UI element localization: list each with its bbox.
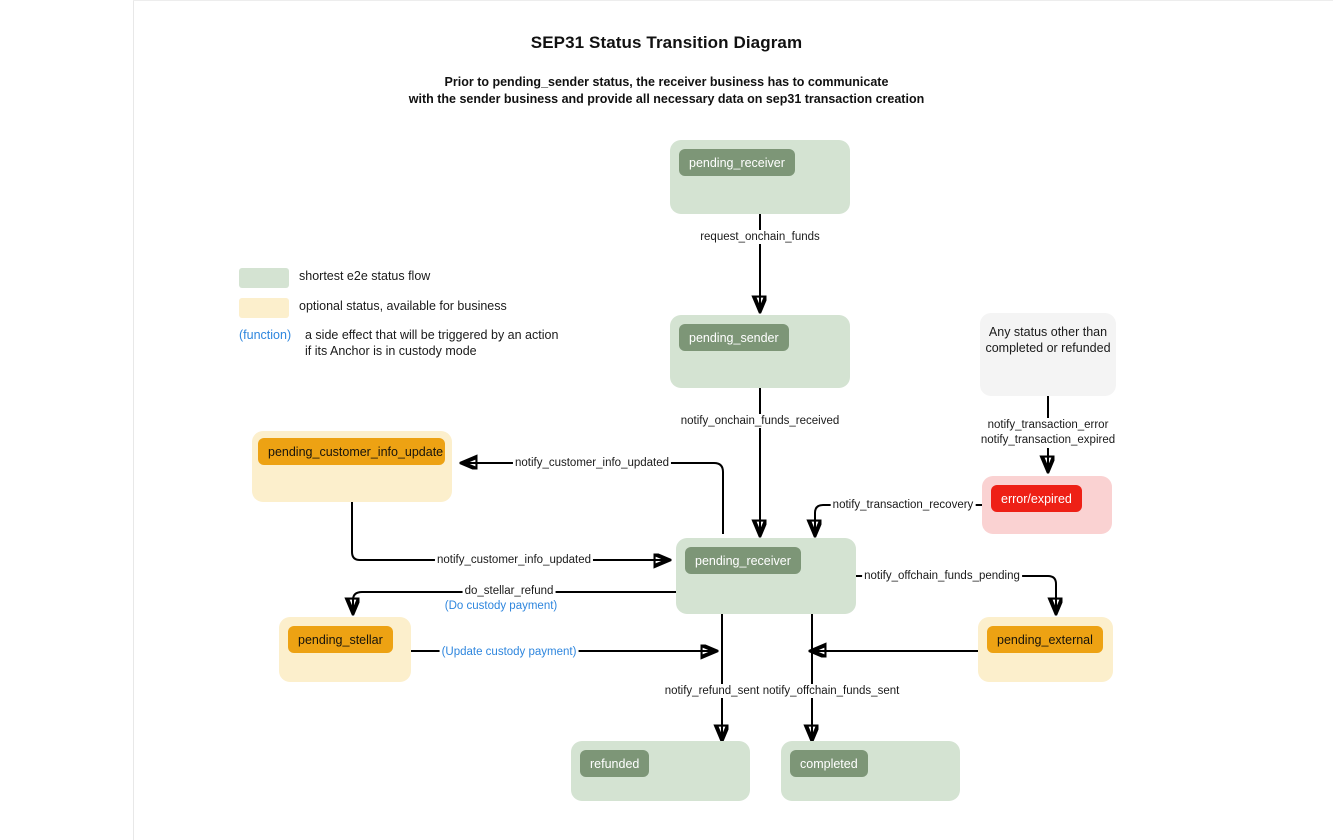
node-pending-receiver-mid[interactable]: pending_receiver [676,538,856,614]
node-label-pending-external: pending_external [987,626,1103,653]
node-label-refunded: refunded [580,750,650,777]
legend-function-description-line-1: a side effect that will be triggered by … [305,328,559,342]
node-completed[interactable]: completed [781,741,960,801]
legend-swatch-green [239,268,289,288]
edge-notify-offchain-funds-pending [856,575,1056,612]
node-pending-stellar[interactable]: pending_stellar [279,617,411,682]
viewport-left-border [133,0,134,840]
node-label-pending-customer-info-update: pending_customer_info_update [258,438,445,465]
edge-label-notify-onchain-funds-received: notify_onchain_funds_received [678,414,842,428]
edge-label-do-custody-payment: (Do custody payment) [442,599,560,613]
edge-label-notify-transaction-error: notify_transaction_error [987,419,1109,431]
legend-function-marker-text: (function) [239,328,292,342]
edge-label-request-onchain-funds: request_onchain_funds [698,230,822,244]
edge-label-do-custody-payment-text: (Do custody payment) [444,600,558,612]
node-error-expired[interactable]: error/expired [982,476,1112,534]
edge-label-notify-refund-sent: notify_refund_sent [662,684,762,698]
node-label-completed: completed [790,750,868,777]
edge-label-do-stellar-refund: do_stellar_refund [462,584,556,598]
edge-label-update-custody-payment: (Update custody payment) [439,645,579,659]
node-pending-customer-info-update[interactable]: pending_customer_info_update [252,431,452,502]
node-refunded[interactable]: refunded [571,741,750,801]
edge-label-notify-offchain-funds-pending: notify_offchain_funds_pending [862,569,1022,583]
legend-item-function: (function) a side effect that will be tr… [239,328,569,362]
edge-notify-customer-info-updated-back [351,502,668,560]
node-pending-receiver-top[interactable]: pending_receiver [670,140,850,214]
node-pending-sender[interactable]: pending_sender [670,315,850,388]
node-note-line-1: Any status other than [988,325,1108,339]
edge-notify-customer-info-updated-top [463,463,724,534]
subtitle-line-2: with the sender business and provide all… [408,91,925,106]
edge-label-notify-transaction-recovery: notify_transaction_recovery [830,498,976,512]
page-title: SEP31 Status Transition Diagram [530,33,803,52]
node-label-pending-stellar: pending_stellar [288,626,393,653]
edge-label-update-custody-payment-text: (Update custody payment) [441,646,577,658]
node-any-status-other[interactable]: Any status other than completed or refun… [980,313,1116,396]
legend-function-marker: (function) [239,328,291,342]
node-label-pending-receiver-top: pending_receiver [679,149,795,176]
edge-label-notify-customer-info-updated-top: notify_customer_info_updated [512,456,672,470]
legend-function-description: a side effect that will be triggered by … [305,327,558,359]
legend: shortest e2e status flow optional status… [239,268,569,362]
page-subtitle: Prior to pending_sender status, the rece… [0,74,1333,107]
legend-function-description-line-2: if its Anchor is in custody mode [305,344,477,358]
node-label-error-expired: error/expired [991,485,1082,512]
edge-label-notify-transaction-expired: notify_transaction_expired [980,434,1116,446]
legend-label-optional-status: optional status, available for business [299,299,507,313]
edge-label-notify-transaction-error-expired: notify_transaction_error notify_transact… [978,418,1118,448]
legend-item-optional-status: optional status, available for business [239,298,569,318]
node-label-pending-sender: pending_sender [679,324,789,351]
node-note-line-2: completed or refunded [985,341,1111,355]
edge-label-notify-offchain-funds-sent: notify_offchain_funds_sent [760,684,902,698]
edge-notify-transaction-recovery [815,504,982,534]
subtitle-line-1: Prior to pending_sender status, the rece… [444,75,889,89]
legend-swatch-cream [239,298,289,318]
legend-label-shortest-flow: shortest e2e status flow [299,269,431,283]
node-note-any-status-other: Any status other than completed or refun… [980,324,1116,356]
viewport-top-border [133,0,1333,1]
edge-do-stellar-refund [353,591,676,612]
edge-label-notify-customer-info-updated-back: notify_customer_info_updated [434,553,594,567]
node-label-pending-receiver-mid: pending_receiver [685,547,801,574]
node-pending-external[interactable]: pending_external [978,617,1113,682]
legend-item-shortest-flow: shortest e2e status flow [239,268,569,288]
